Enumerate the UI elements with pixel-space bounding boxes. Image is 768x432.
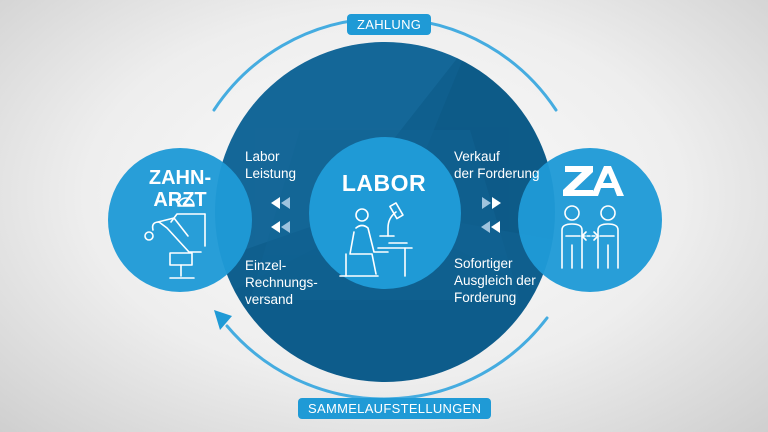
zahnarzt-title: ZAHN- ARZT <box>148 167 212 211</box>
za-circle <box>518 148 662 292</box>
label-labor-leistung: Labor Leistung <box>245 149 297 181</box>
label-verkauf-der-forderung: Verkauf der Forderung <box>454 149 540 181</box>
label-sofortiger-ausgleich: Sofortiger Ausgleich der Forderung <box>454 256 536 305</box>
labor-inner-circle <box>309 137 461 289</box>
left-arrows-icon <box>271 197 290 233</box>
handshake-people-icon <box>561 205 619 269</box>
zahlung-badge: ZAHLUNG <box>347 14 432 35</box>
za-logo <box>563 166 624 196</box>
label-einzel-rechnungsversand: Einzel- Rechnungs- versand <box>245 258 318 307</box>
sammelaufstellungen-badge: SAMMELAUFSTELLUNGEN <box>298 398 492 419</box>
labor-title: LABOR <box>341 170 427 196</box>
zahnarzt-circle <box>108 148 252 292</box>
lab-technician-microscope-icon <box>339 202 413 277</box>
dentist-chair-icon <box>144 197 206 279</box>
right-arrows-icon <box>481 197 501 233</box>
flow-arrowhead-icon <box>214 310 232 330</box>
